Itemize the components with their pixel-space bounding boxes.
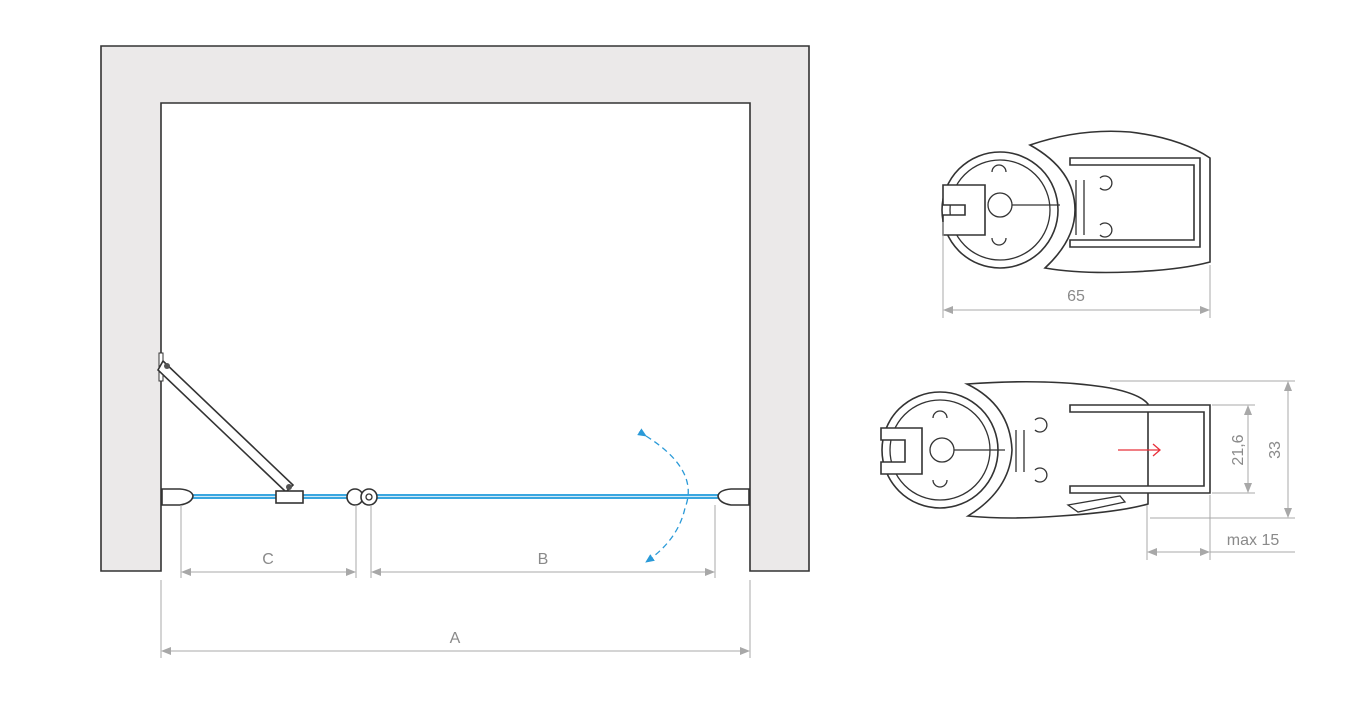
swing-direction-arrow xyxy=(637,428,689,563)
support-arm xyxy=(157,352,304,504)
connector-middle xyxy=(346,488,378,506)
wall-profile-left xyxy=(161,488,194,506)
wall-profile-right xyxy=(717,488,750,506)
dimension-33-label: 33 xyxy=(1267,441,1284,459)
dimension-max-15-label: max 15 xyxy=(1227,532,1280,549)
dimension-65 xyxy=(942,222,1211,318)
dimension-65-label: 65 xyxy=(1067,288,1085,305)
dimension-lines-section xyxy=(1110,380,1295,560)
profile-section-retracted xyxy=(941,130,1211,274)
dimension-b-label: B xyxy=(538,551,549,568)
dimension-a-label: A xyxy=(450,630,461,647)
dimension-c-label: C xyxy=(262,551,274,568)
wall-niche xyxy=(100,45,810,572)
dimension-lines-plan xyxy=(160,505,751,658)
profile-section-extended xyxy=(880,380,1211,519)
dimension-21-6-label: 21,6 xyxy=(1230,434,1247,465)
glass-panels xyxy=(178,494,718,499)
